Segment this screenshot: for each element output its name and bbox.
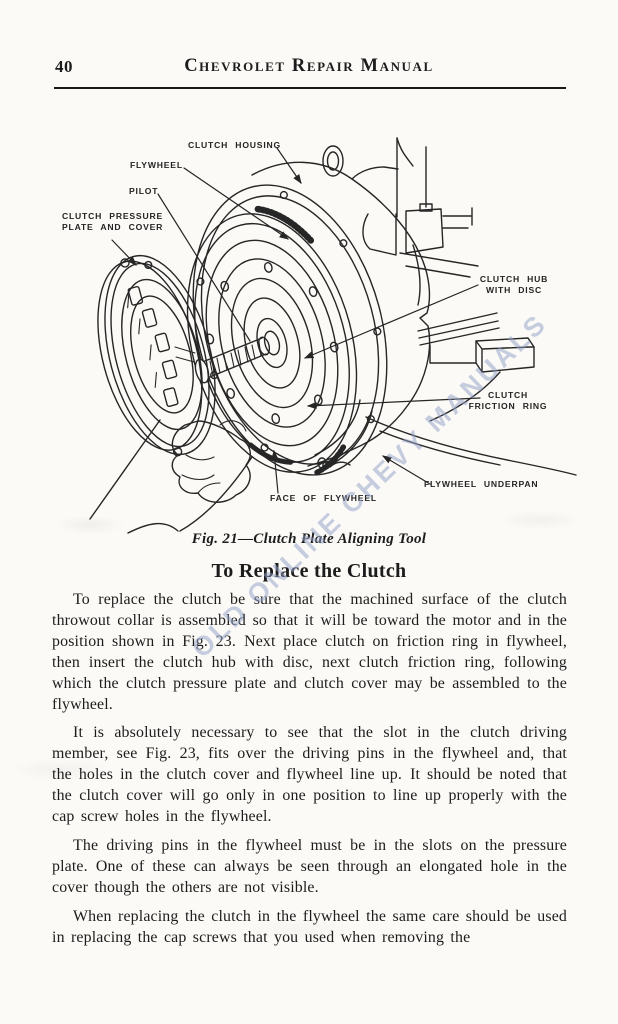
figure-label-face-of-flywheel: FACE OF FLYWHEEL	[270, 493, 377, 503]
leader-lines	[111, 147, 481, 494]
clutch-housing-outline	[192, 161, 577, 476]
pressure-plate-drawing	[97, 254, 216, 457]
hand-drawing	[89, 419, 253, 534]
body-text: To replace the clutch be sure that the m…	[52, 590, 567, 957]
figure-label-pressure-plate: CLUTCH PRESSURE PLATE AND COVER	[62, 211, 164, 232]
figure-label-friction-ring: CLUTCH FRICTION RING	[468, 390, 548, 411]
paragraph-2: It is absolutely necessary to see that t…	[52, 724, 567, 826]
figure-label-flywheel: FLYWHEEL	[130, 160, 183, 170]
paragraph-1: To replace the clutch be sure that the m…	[52, 591, 567, 713]
figure-caption: Fig. 21—Clutch Plate Aligning Tool	[191, 531, 427, 547]
aligning-tool-shaft	[194, 336, 271, 384]
figure-label-flywheel-underpan: FLYWHEEL UNDERPAN	[424, 479, 539, 489]
header-rule	[54, 87, 566, 90]
figure-label-pilot: PILOT	[129, 186, 159, 196]
paragraph-4: When replacing the clutch in the flywhee…	[52, 907, 567, 946]
page-number: 40	[55, 57, 73, 76]
figure-label-clutch-housing: CLUTCH HOUSING	[188, 140, 282, 150]
paragraph-3: The driving pins in the flywheel must be…	[52, 836, 567, 896]
figure-label-clutch-hub: CLUTCH HUB WITH DISC	[479, 274, 549, 295]
figure-clutch-aligning-tool: CLUTCH HOUSING FLYWHEEL PILOT CLUTCH PRE…	[0, 95, 618, 535]
clutch-assembly-drawing	[89, 137, 577, 534]
section-heading: To Replace the Clutch	[211, 560, 407, 582]
engine-block-drawing	[322, 137, 479, 278]
page-header-title: Chevrolet Repair Manual	[184, 56, 434, 76]
